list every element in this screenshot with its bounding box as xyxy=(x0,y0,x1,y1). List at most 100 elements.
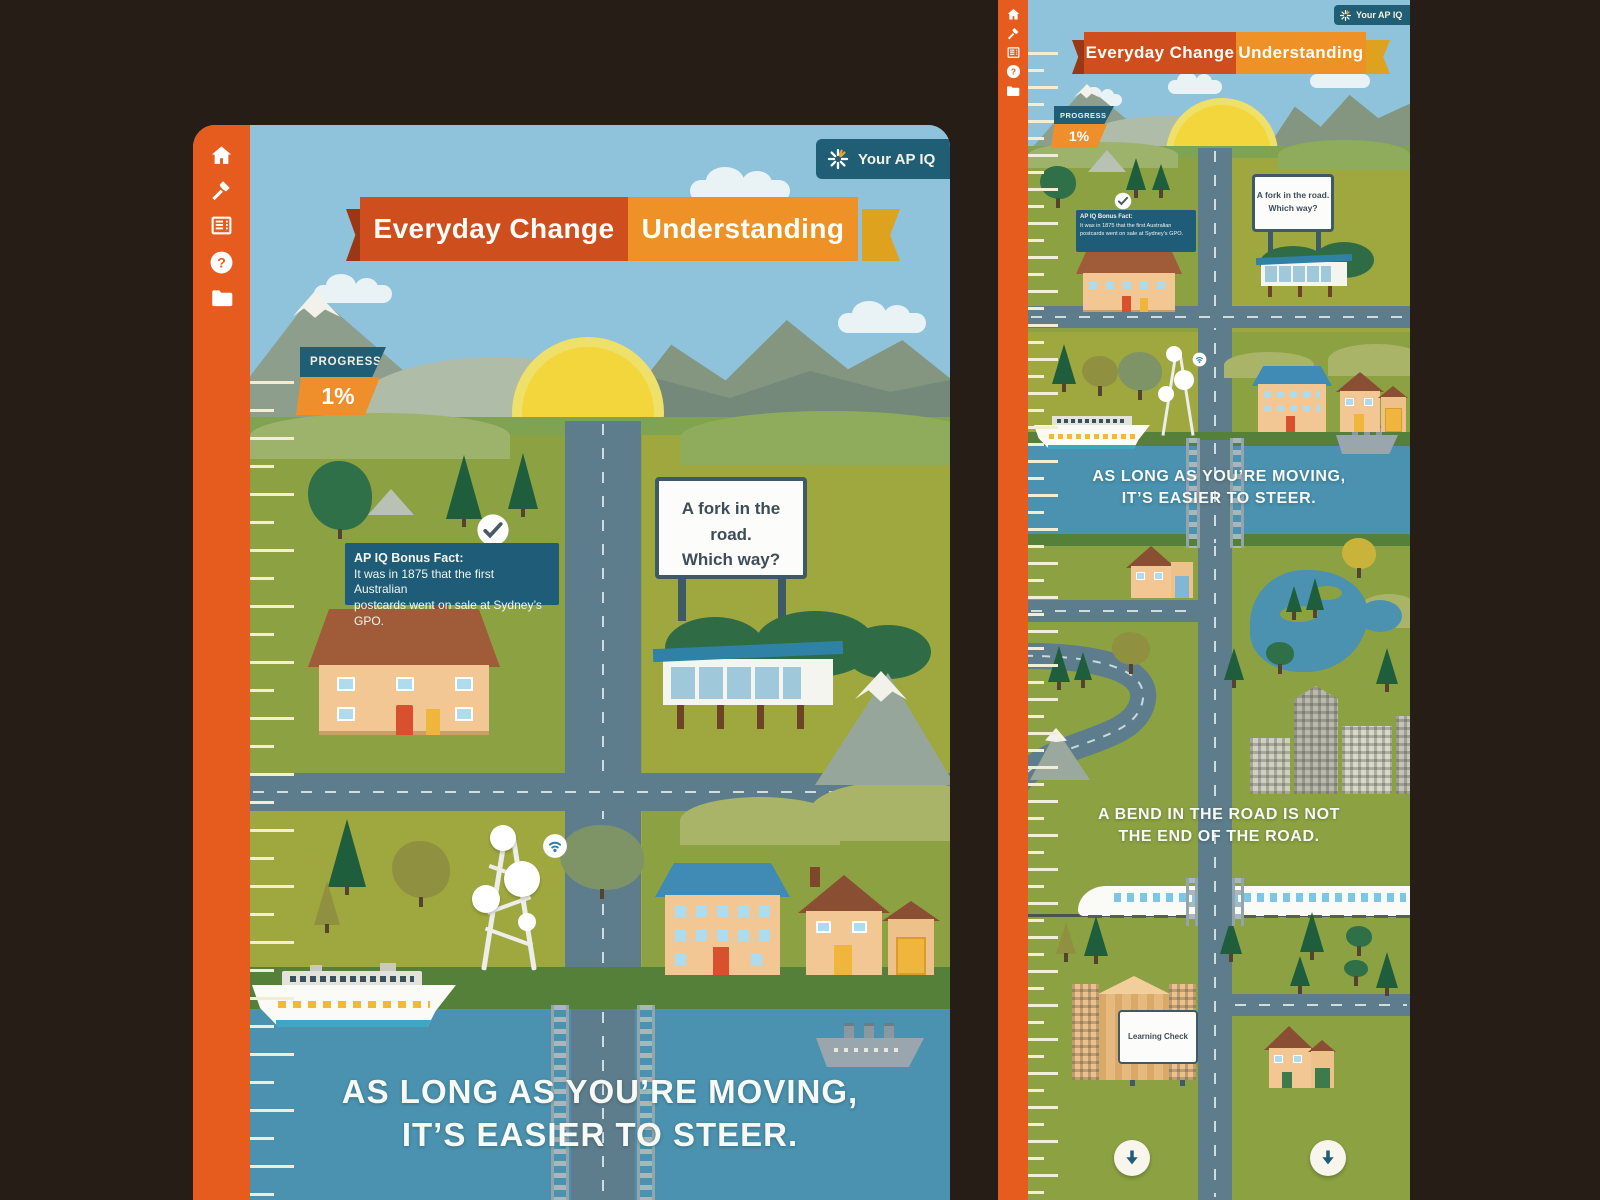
roof xyxy=(1126,546,1176,568)
hill xyxy=(810,781,950,841)
learning-check-billboard[interactable]: Learning Check xyxy=(1118,1010,1198,1064)
stilt xyxy=(677,703,684,729)
bonus-fact-line: postcards went on sale at Sydney’s GPO. xyxy=(1080,231,1184,238)
cloud xyxy=(838,301,926,333)
window-row xyxy=(675,929,770,941)
slogan-moving: AS LONG AS YOU’RE MOVING, IT’S EASIER TO… xyxy=(1028,466,1410,509)
sidebar-tools-button[interactable] xyxy=(998,24,1028,43)
house-with-garage xyxy=(1334,372,1410,432)
scroll-down-button[interactable] xyxy=(1310,1140,1346,1176)
pond-arm xyxy=(1358,600,1402,632)
ribbon-tail-right xyxy=(862,209,900,261)
ruler-ticks xyxy=(250,381,308,1200)
cloud xyxy=(690,166,790,202)
progress-value: 1% xyxy=(1068,128,1090,144)
door-green xyxy=(1282,1072,1292,1088)
city-tower xyxy=(1294,686,1338,794)
window-band xyxy=(671,667,801,699)
round-tree xyxy=(560,825,644,899)
porthole-band xyxy=(1049,434,1135,439)
fork-billboard[interactable]: A fork in the road. Which way? xyxy=(655,477,807,579)
window xyxy=(455,677,473,691)
list-icon xyxy=(209,213,234,238)
bonus-fact-line: It was in 1875 that the first Australian xyxy=(354,566,495,597)
hill xyxy=(1328,344,1410,376)
blue-roof xyxy=(655,863,790,897)
garage-door xyxy=(1385,408,1402,432)
progress-label: PROGRESS xyxy=(310,356,382,368)
ap-iq-badge[interactable]: Your AP IQ xyxy=(816,139,950,179)
school-wing xyxy=(1072,984,1099,1080)
question-icon xyxy=(1006,64,1021,79)
door-amber xyxy=(426,709,440,735)
progress-value-flag: 1% xyxy=(296,377,380,415)
sidebar-files-button[interactable] xyxy=(193,282,250,314)
door-amber xyxy=(1140,298,1148,312)
dish xyxy=(1166,346,1182,362)
scroll-down-button[interactable] xyxy=(1114,1140,1150,1176)
window xyxy=(751,953,762,965)
pine-tree xyxy=(1074,652,1092,688)
sidebar-menu-button[interactable] xyxy=(998,43,1028,62)
slogan-line: AS LONG AS YOU’RE MOVING, xyxy=(341,1073,859,1110)
hull xyxy=(1336,435,1398,454)
olive-tree xyxy=(1082,356,1118,396)
window xyxy=(455,707,473,721)
sidebar-home-button[interactable] xyxy=(193,139,250,171)
billboard-leg xyxy=(1268,228,1273,256)
bonus-fact-box[interactable]: AP IQ Bonus Fact: It was in 1875 that th… xyxy=(345,543,559,628)
window xyxy=(1345,398,1354,406)
tree-cluster xyxy=(845,625,931,679)
round-tree xyxy=(1346,926,1372,956)
sidebar-tools-button[interactable] xyxy=(193,174,250,206)
slogan-line: IT’S EASIER TO STEER. xyxy=(401,1115,799,1153)
garage-door xyxy=(1175,576,1189,598)
slogan-line: THE END OF THE ROAD. xyxy=(1118,827,1320,845)
sidebar-menu-button[interactable] xyxy=(193,209,250,241)
pine-tree xyxy=(508,453,538,517)
rail-bridge-truss xyxy=(1232,878,1244,926)
completed-check-icon xyxy=(1114,192,1132,210)
fork-billboard[interactable]: A fork in the road. Which way? xyxy=(1252,174,1334,232)
overpass-road xyxy=(1198,878,1232,926)
cloud xyxy=(1310,65,1370,88)
olive-tree xyxy=(1112,632,1150,674)
door-amber xyxy=(1354,414,1364,432)
bonus-fact-line: It was in 1875 that the first Australian xyxy=(1080,223,1172,229)
banner-left-segment: Everyday Change xyxy=(1084,32,1236,74)
cloud xyxy=(314,274,392,303)
pine-tree xyxy=(314,881,340,933)
learning-check-label: Learning Check xyxy=(1127,1032,1188,1041)
horizontal-road-right xyxy=(1232,994,1410,1016)
sidebar-home-button[interactable] xyxy=(998,5,1028,24)
slogan-moving: AS LONG AS YOU’RE MOVING, IT’S EASIER TO… xyxy=(250,1071,950,1157)
ap-iq-label: Your AP IQ xyxy=(858,150,936,168)
ap-iq-label: Your AP IQ xyxy=(1356,10,1403,20)
window xyxy=(675,953,686,965)
sidebar-help-button[interactable] xyxy=(998,62,1028,81)
apartment-building xyxy=(655,863,790,975)
house-large xyxy=(308,595,500,735)
sidebar-help-button[interactable] xyxy=(193,246,250,278)
pine-tree xyxy=(446,455,482,527)
tool-sidebar xyxy=(998,0,1028,1200)
bridge-truss xyxy=(637,1005,655,1200)
train-undercarriage xyxy=(1088,915,1410,918)
ruler-tick-minor xyxy=(1028,52,1044,1200)
garage-roof xyxy=(882,901,940,921)
window-row xyxy=(675,905,770,917)
course-detail-panel: AP IQ Bonus Fact: It was in 1875 that th… xyxy=(193,125,950,1200)
progress-label-flag: PROGRESS xyxy=(1054,106,1114,124)
down-arrow-icon xyxy=(1318,1148,1338,1168)
pine-tree xyxy=(1286,586,1302,620)
bridge-truss xyxy=(1230,438,1244,548)
window xyxy=(1293,1055,1302,1063)
pine-tree xyxy=(1376,648,1398,692)
window xyxy=(337,677,355,691)
bonus-fact-box[interactable]: AP IQ Bonus Fact: It was in 1875 that th… xyxy=(1076,210,1196,252)
bridge-truss xyxy=(1186,438,1200,548)
porthole-band xyxy=(278,1001,430,1008)
ap-iq-badge[interactable]: Your AP IQ xyxy=(1334,5,1410,25)
horizon-hill xyxy=(680,411,950,465)
sidebar-files-button[interactable] xyxy=(998,81,1028,100)
